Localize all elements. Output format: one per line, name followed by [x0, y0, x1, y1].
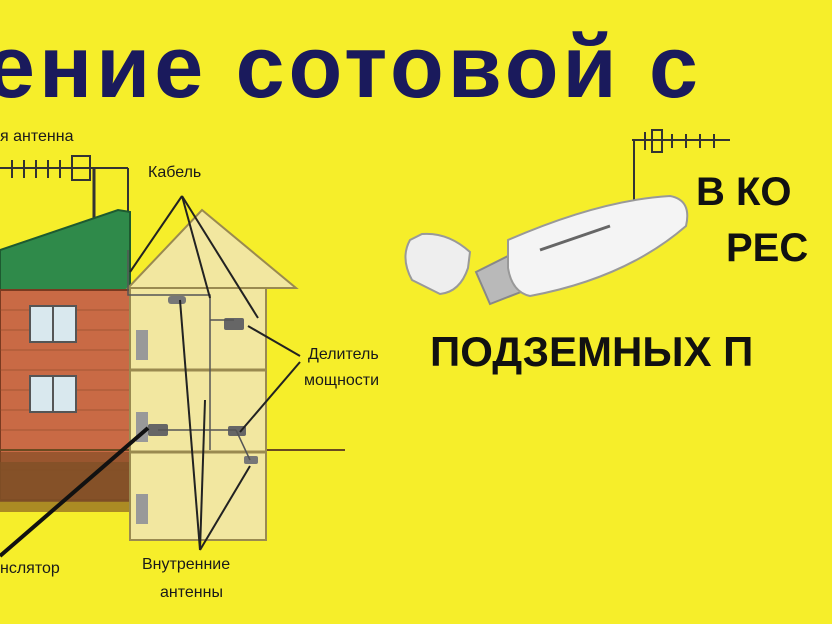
repeater-label: нслятор: [0, 560, 60, 577]
banner-title: ение сотовой с: [0, 17, 702, 116]
yagi-antenna-icon: [632, 129, 730, 205]
inner-antennas-label-line2: антенны: [160, 584, 223, 601]
headline-line2: РЕС: [726, 226, 809, 270]
cutaway-house: [125, 208, 299, 541]
rooftop-antenna-icon: [0, 155, 129, 250]
headline-line3: ПОДЗЕМНЫХ П: [430, 328, 754, 375]
inner-antennas-label-line1: Внутренние: [142, 556, 231, 573]
antenna-label: я антенна: [0, 128, 74, 145]
splitter-label-line2: мощности: [304, 372, 380, 389]
cable-label: Кабель: [148, 164, 202, 181]
headline-line1: В КО: [696, 170, 792, 214]
splitter-label-line1: Делитель: [308, 346, 379, 363]
usb-modem-icon: [404, 194, 689, 306]
